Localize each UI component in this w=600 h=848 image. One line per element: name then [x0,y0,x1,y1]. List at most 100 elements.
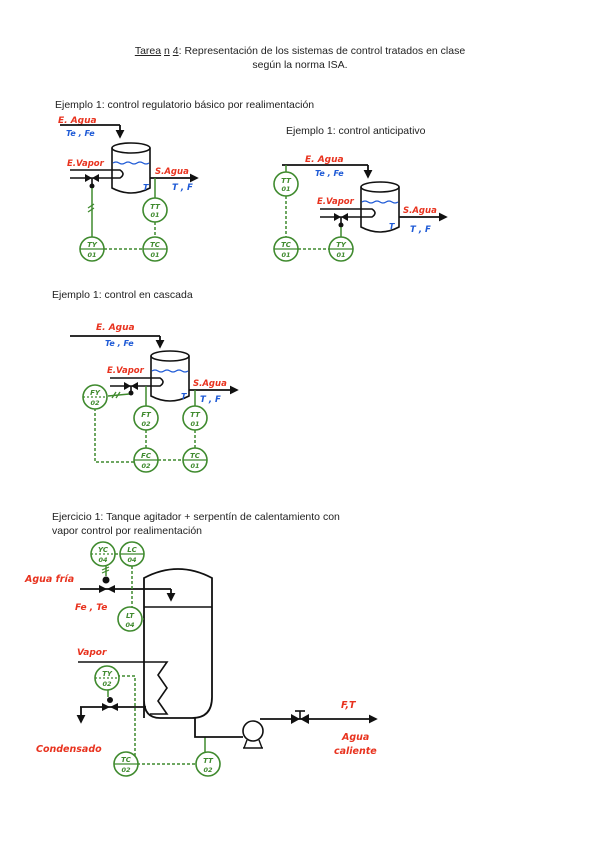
instrument-ty-01: TY 01 [79,236,105,262]
pneumatic-hash [87,203,95,213]
svg-text:01: 01 [281,251,290,259]
instrument-fy-02: FY 02 [82,384,108,410]
svg-text:01: 01 [190,462,199,470]
svg-text:TY: TY [102,670,113,678]
steam-label: Vapor [77,648,107,658]
steam-coil [70,169,124,179]
svg-text:01: 01 [336,251,345,259]
svg-text:TY: TY [87,241,98,249]
svg-text:02: 02 [102,680,112,688]
page-subtitle: según la norma ISA. [252,59,348,71]
svg-text:04: 04 [127,556,137,564]
svg-text:TC: TC [150,241,161,249]
instrument-tt-01: TT 01 [142,197,168,223]
inlet-props: Te , Fe [66,129,95,138]
hot-water-valve [291,710,309,724]
inlet-props: Te , Fe [315,169,344,178]
svg-text:YC: YC [98,546,109,554]
svg-text:01: 01 [150,251,159,259]
svg-text:FT: FT [141,411,152,419]
cold-water-label: Agua fría [24,574,74,585]
instrument-ty-02: TY 02 [94,665,120,691]
svg-text:LC: LC [127,546,137,554]
title-word-n: n [164,45,170,57]
svg-text:01: 01 [87,251,96,259]
outlet-props: T , F [172,183,193,193]
steam-coil [78,661,169,715]
svg-text:TC: TC [281,241,292,249]
svg-text:TC: TC [190,452,201,460]
instrument-yc-04: YC 04 [90,541,116,567]
instrument-tc-01: TC 01 [273,236,299,262]
svg-text:02: 02 [141,420,151,428]
svg-text:01: 01 [190,420,199,428]
inlet-label: E. Agua [305,155,344,165]
svg-text:01: 01 [281,185,290,193]
svg-text:LT: LT [126,612,135,620]
section-heading-feedback: Ejemplo 1: control regulatorio básico po… [55,99,315,111]
instrument-tc-01: TC 01 [142,236,168,262]
steam-coil [110,377,164,387]
diagram-feedforward: E. Agua Te , Fe T E.Vapor S.Agua T , F T… [273,155,448,262]
outlet-props: T , F [410,225,431,235]
instrument-ft-02: FT 02 [133,405,159,431]
signal-dashed [117,675,136,763]
svg-text:01: 01 [150,211,159,219]
svg-text:TT: TT [281,177,292,185]
section-heading-cascade: Ejemplo 1: control en cascada [52,289,193,301]
svg-text:TY: TY [336,241,347,249]
pneumatic-hash [111,391,121,399]
tank-temp-label: T [181,392,187,401]
outlet-label: S.Agua [403,206,437,216]
instrument-tt-01: TT 01 [273,171,299,197]
inlet-label: E. Agua [58,116,97,126]
svg-text:FC: FC [141,452,152,460]
instrument-lc-04: LC 04 [119,541,145,567]
instrument-lt-04: LT 04 [117,606,143,632]
tank-temp-label: T [143,183,149,192]
outlet-props: T , F [200,395,221,405]
instrument-ty-01: TY 01 [328,236,354,262]
svg-text:02: 02 [121,766,131,774]
pneumatic-hash [101,566,110,574]
instrument-tt-02: TT 02 [195,751,221,777]
hot-water-label-1: Agua [341,732,369,743]
instrument-tc-02: TC 02 [113,751,139,777]
tank [360,181,400,233]
diagram-exercise: Agua fría Fe , Te YC 04 LC 04 LT 04 [24,541,378,777]
steam-label: E.Vapor [317,197,355,207]
instrument-tc-01: TC 01 [182,447,208,473]
svg-text:02: 02 [141,462,151,470]
control-valve [85,174,99,189]
title-rest: : Representación de los sistemas de cont… [178,45,466,57]
section-heading-exercise-l2: vapor control por realimentación [52,525,202,537]
control-valve [124,382,138,396]
svg-text:02: 02 [203,766,213,774]
svg-text:02: 02 [90,399,100,407]
steam-valve [102,697,118,711]
instrument-fc-02: FC 02 [133,447,159,473]
svg-text:TT: TT [150,203,161,211]
section-heading-exercise-l1: Ejercicio 1: Tanque agitador + serpentín… [52,511,340,523]
cold-water-valve [99,576,115,593]
signal-dashed [94,408,134,463]
tank [111,142,151,194]
inlet-props: Te , Fe [105,339,134,348]
svg-text:04: 04 [98,556,108,564]
section-heading-feedforward: Ejemplo 1: control anticipativo [286,125,426,137]
instrument-tt-01: TT 01 [182,405,208,431]
control-valve [334,213,348,228]
svg-text:04: 04 [125,621,135,629]
tank [150,350,190,402]
outlet-pipe [194,718,243,738]
outlet-label: S.Agua [155,167,189,177]
svg-text:TT: TT [190,411,201,419]
hot-water-label-2: caliente [334,746,377,757]
steam-label: E.Vapor [107,366,145,376]
hot-water-props: F,T [341,700,357,711]
diagram-feedback: E. Agua Te , Fe T E.Vapor S.Agua T , F T [58,116,199,262]
inlet-label: E. Agua [96,323,135,333]
svg-text:TT: TT [203,757,214,765]
steam-coil [320,208,376,218]
